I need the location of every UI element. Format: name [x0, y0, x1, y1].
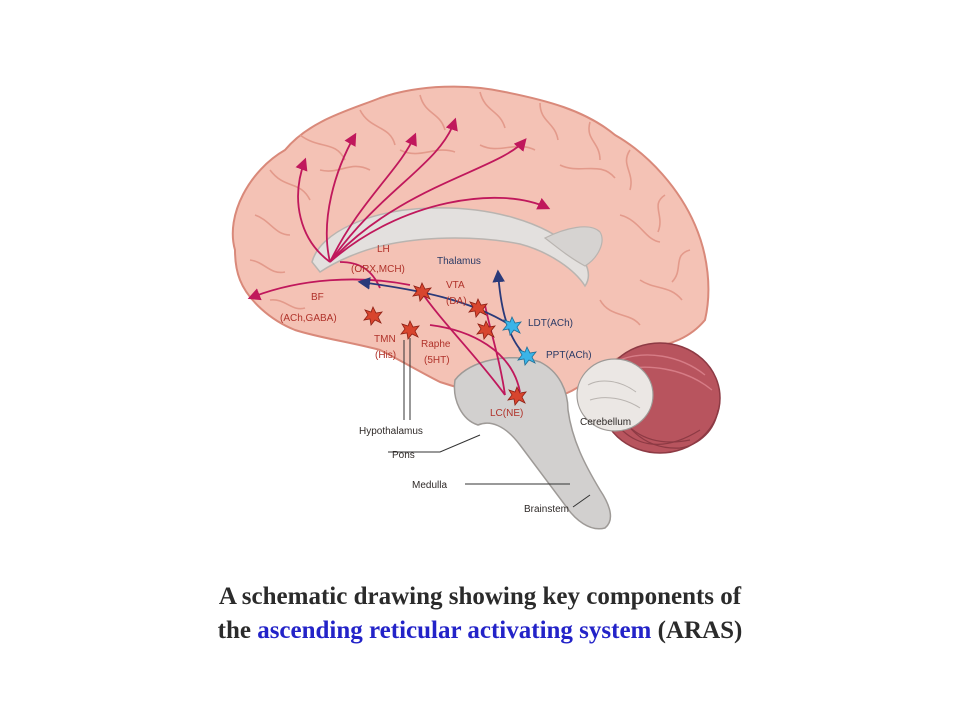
neuron-bf: [363, 306, 383, 326]
cerebellum-shape: [576, 342, 721, 454]
cerebrum-shape: [231, 85, 710, 400]
label-vta: VTA: [446, 280, 465, 291]
label-thalamus: Thalamus: [437, 256, 481, 267]
neuron-lc: [507, 386, 527, 406]
red-projections: [247, 117, 551, 396]
blue-projections: [357, 269, 526, 356]
label-lh-sub: (ORX,MCH): [351, 264, 405, 275]
label-tmn-sub: (His): [375, 350, 396, 361]
neuron-ppt: [517, 346, 537, 366]
label-ppt: PPT(ACh): [546, 350, 592, 361]
neuron-raphe: [476, 320, 496, 340]
caption: A schematic drawing showing key componen…: [0, 580, 960, 648]
label-medulla: Medulla: [412, 480, 447, 491]
caption-line-1: A schematic drawing showing key componen…: [218, 583, 742, 610]
label-cerebellum: Cerebellum: [580, 417, 631, 428]
caption-line-2: the ascending reticular activating syste…: [0, 614, 960, 648]
label-raphe: Raphe: [421, 339, 451, 350]
brain-diagram: LH (ORX,MCH) Thalamus VTA (DA) BF (ACh,G…: [231, 85, 721, 530]
caption-line-2-suffix: (ARAS): [651, 617, 743, 644]
brainstem-shape: [453, 356, 612, 530]
label-lc: LC(NE): [490, 408, 523, 419]
neuron-vta: [468, 298, 488, 318]
ventricle: [543, 226, 603, 267]
neuron-lh: [412, 282, 432, 302]
label-bf: BF: [311, 292, 324, 303]
label-pons: Pons: [392, 450, 415, 461]
label-bf-sub: (ACh,GABA): [280, 313, 337, 324]
label-tmn: TMN: [374, 334, 396, 345]
caption-line-2-prefix: the: [217, 617, 258, 644]
caption-highlight: ascending reticular activating system: [257, 617, 652, 644]
neuron-ldt: [502, 316, 522, 336]
label-lh: LH: [377, 244, 390, 255]
label-vta-sub: (DA): [446, 296, 467, 307]
label-raphe-sub: (5HT): [424, 355, 450, 366]
leader-lines: [388, 338, 591, 508]
neuron-tmn: [400, 320, 420, 340]
gyri-texture: [249, 91, 691, 326]
label-brainstem: Brainstem: [524, 504, 569, 515]
label-ldt: LDT(ACh): [528, 318, 573, 329]
label-hypothalamus: Hypothalamus: [359, 426, 423, 437]
